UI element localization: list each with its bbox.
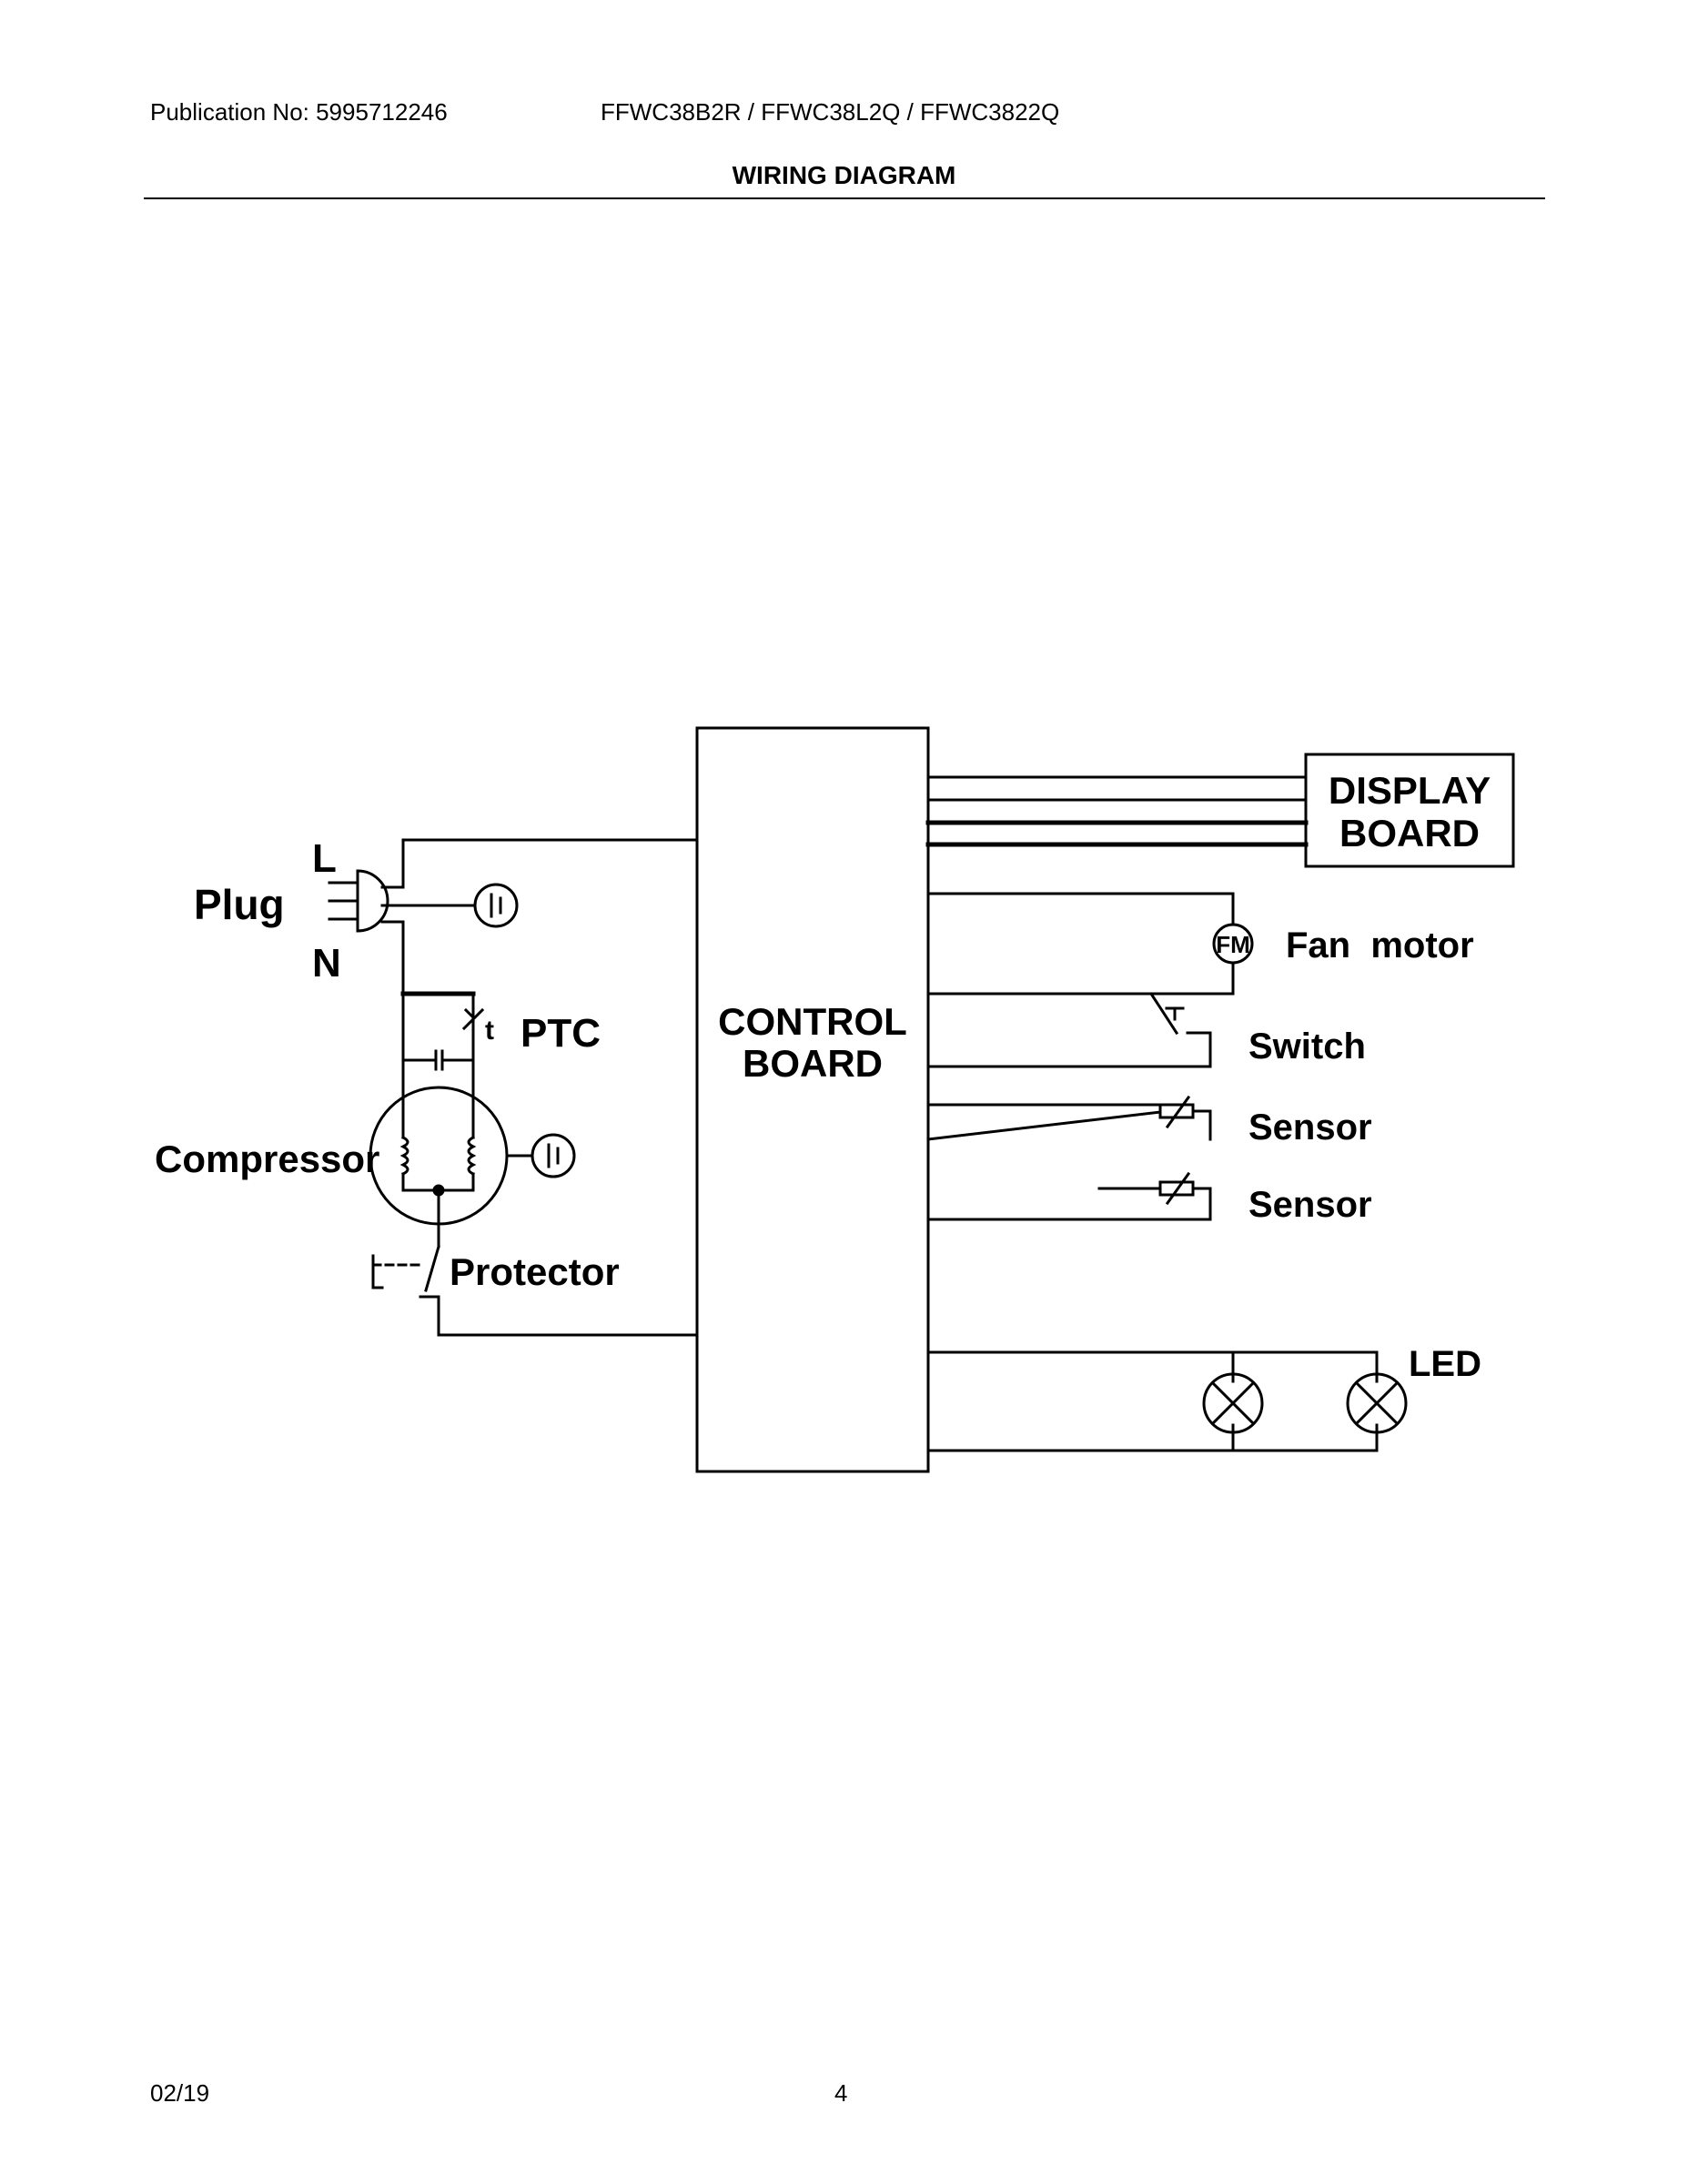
sensor-1-wiring bbox=[926, 1095, 1212, 1141]
compressor-symbol bbox=[369, 1086, 534, 1226]
fan-motor-symbol bbox=[1212, 923, 1254, 965]
protector-label: Protector bbox=[450, 1250, 620, 1293]
switch-label: Switch bbox=[1248, 1026, 1366, 1067]
display-board-label-1: DISPLAY bbox=[1329, 769, 1491, 812]
ptc-label: PTC bbox=[521, 1011, 601, 1056]
line-n-wire bbox=[380, 920, 405, 996]
sensor-1-label: Sensor bbox=[1248, 1107, 1372, 1148]
protector-symbol bbox=[371, 1188, 699, 1337]
led-label: LED bbox=[1409, 1344, 1481, 1384]
ptc-block bbox=[400, 991, 485, 1098]
compressor-label: Compressor bbox=[155, 1138, 379, 1180]
footer-date: 02/19 bbox=[150, 2079, 210, 2107]
page-number: 4 bbox=[834, 2079, 848, 2107]
led-lamp-2 bbox=[1346, 1372, 1408, 1434]
line-l-wire bbox=[380, 838, 699, 889]
sensor-2-label: Sensor bbox=[1248, 1185, 1372, 1225]
control-board-box bbox=[695, 726, 930, 1473]
page-title: WIRING DIAGRAM bbox=[732, 161, 956, 189]
sensor-2-wiring bbox=[926, 1171, 1212, 1221]
model-numbers: FFWC38B2R / FFWC38L2Q / FFWC3822Q bbox=[601, 98, 1060, 126]
display-board-label-2: BOARD bbox=[1339, 812, 1480, 854]
header-divider bbox=[144, 197, 1545, 199]
fan-motor-symbol-label: FM bbox=[1216, 931, 1250, 958]
plug-ground-icon bbox=[473, 883, 519, 928]
publication-number: Publication No: 5995712246 bbox=[150, 98, 448, 126]
fan-motor-wiring bbox=[926, 892, 1254, 996]
control-board-label-1: CONTROL bbox=[718, 1000, 907, 1043]
compressor-ground-icon bbox=[531, 1133, 576, 1178]
plug-l-label: L bbox=[312, 836, 337, 881]
display-board-wires bbox=[925, 775, 1309, 847]
control-board-label-2: BOARD bbox=[743, 1042, 883, 1085]
fan-motor-label: Fan motor bbox=[1286, 925, 1474, 966]
plug-n-label: N bbox=[312, 941, 341, 986]
plug-symbol bbox=[328, 869, 389, 933]
switch-wiring bbox=[926, 992, 1212, 1068]
display-board-box bbox=[1304, 753, 1515, 868]
plug-label: Plug bbox=[194, 881, 285, 928]
led-wiring bbox=[926, 1350, 1408, 1452]
ptc-symbol-label: t bbox=[485, 1016, 494, 1046]
led-lamp-1 bbox=[1202, 1372, 1264, 1434]
